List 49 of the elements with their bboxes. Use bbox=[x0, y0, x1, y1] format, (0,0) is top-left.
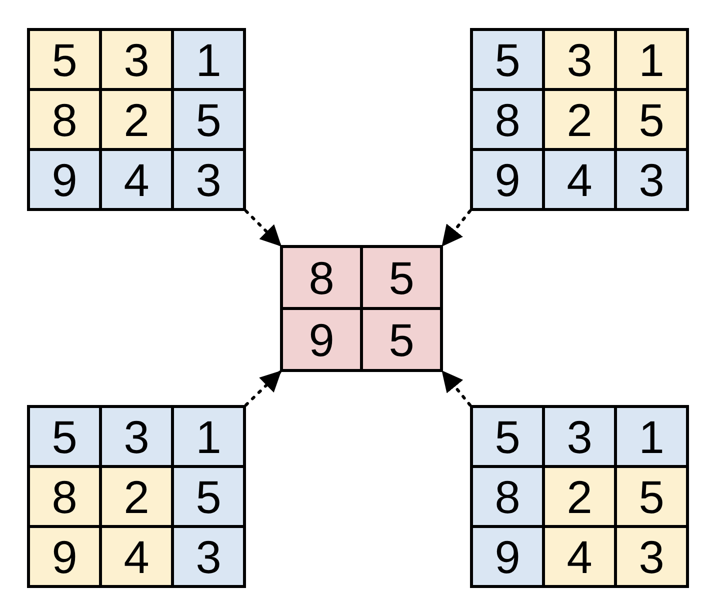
matrix-cell: 2 bbox=[545, 468, 614, 525]
matrix-cell: 1 bbox=[174, 31, 243, 88]
matrix-cell: 8 bbox=[473, 91, 542, 148]
matrix-cell: 5 bbox=[30, 408, 99, 465]
matrix-cell: 4 bbox=[102, 528, 171, 585]
matrix-cell: 1 bbox=[617, 408, 686, 465]
matrix-cell: 8 bbox=[30, 468, 99, 525]
matrix-cell: 4 bbox=[102, 151, 171, 208]
matrix-cell: 3 bbox=[545, 408, 614, 465]
matrix-cell: 9 bbox=[30, 528, 99, 585]
matrix-cell: 3 bbox=[617, 528, 686, 585]
matrix-cell: 9 bbox=[473, 151, 542, 208]
number-grid bbox=[470, 28, 689, 211]
matrix-cell: 3 bbox=[545, 31, 614, 88]
matrix-cell: 9 bbox=[473, 528, 542, 585]
dotted-arrow bbox=[244, 210, 282, 246]
matrix-cell: 5 bbox=[363, 310, 440, 369]
matrix-cell: 4 bbox=[545, 528, 614, 585]
matrix-cell: 3 bbox=[102, 31, 171, 88]
dotted-arrow bbox=[442, 370, 472, 406]
matrix-cell: 2 bbox=[102, 91, 171, 148]
matrix-cell: 5 bbox=[473, 31, 542, 88]
number-grid bbox=[27, 28, 246, 211]
matrix-cell: 5 bbox=[473, 408, 542, 465]
matrix-cell: 9 bbox=[283, 310, 360, 369]
number-grid bbox=[27, 405, 246, 588]
dotted-arrow bbox=[442, 210, 472, 247]
matrix-cell: 8 bbox=[30, 91, 99, 148]
matrix-cell: 5 bbox=[174, 468, 243, 525]
matrix-cell: 1 bbox=[617, 31, 686, 88]
matrix-cell: 4 bbox=[545, 151, 614, 208]
matrix-cell: 3 bbox=[617, 151, 686, 208]
matrix-cell: 5 bbox=[617, 91, 686, 148]
number-grid bbox=[280, 245, 443, 372]
matrix-cell: 8 bbox=[283, 248, 360, 307]
matrix-cell: 8 bbox=[473, 468, 542, 525]
dotted-arrow bbox=[244, 370, 282, 406]
matrix-cell: 3 bbox=[102, 408, 171, 465]
matrix-cell: 5 bbox=[30, 31, 99, 88]
matrix-cell: 2 bbox=[102, 468, 171, 525]
matrix-cell: 5 bbox=[363, 248, 440, 307]
matrix-cell: 5 bbox=[174, 91, 243, 148]
number-grid bbox=[470, 405, 689, 588]
matrix-cell: 5 bbox=[617, 468, 686, 525]
matrix-cell: 1 bbox=[174, 408, 243, 465]
matrix-cell: 3 bbox=[174, 151, 243, 208]
matrix-cell: 2 bbox=[545, 91, 614, 148]
matrix-cell: 9 bbox=[30, 151, 99, 208]
matrix-cell: 3 bbox=[174, 528, 243, 585]
